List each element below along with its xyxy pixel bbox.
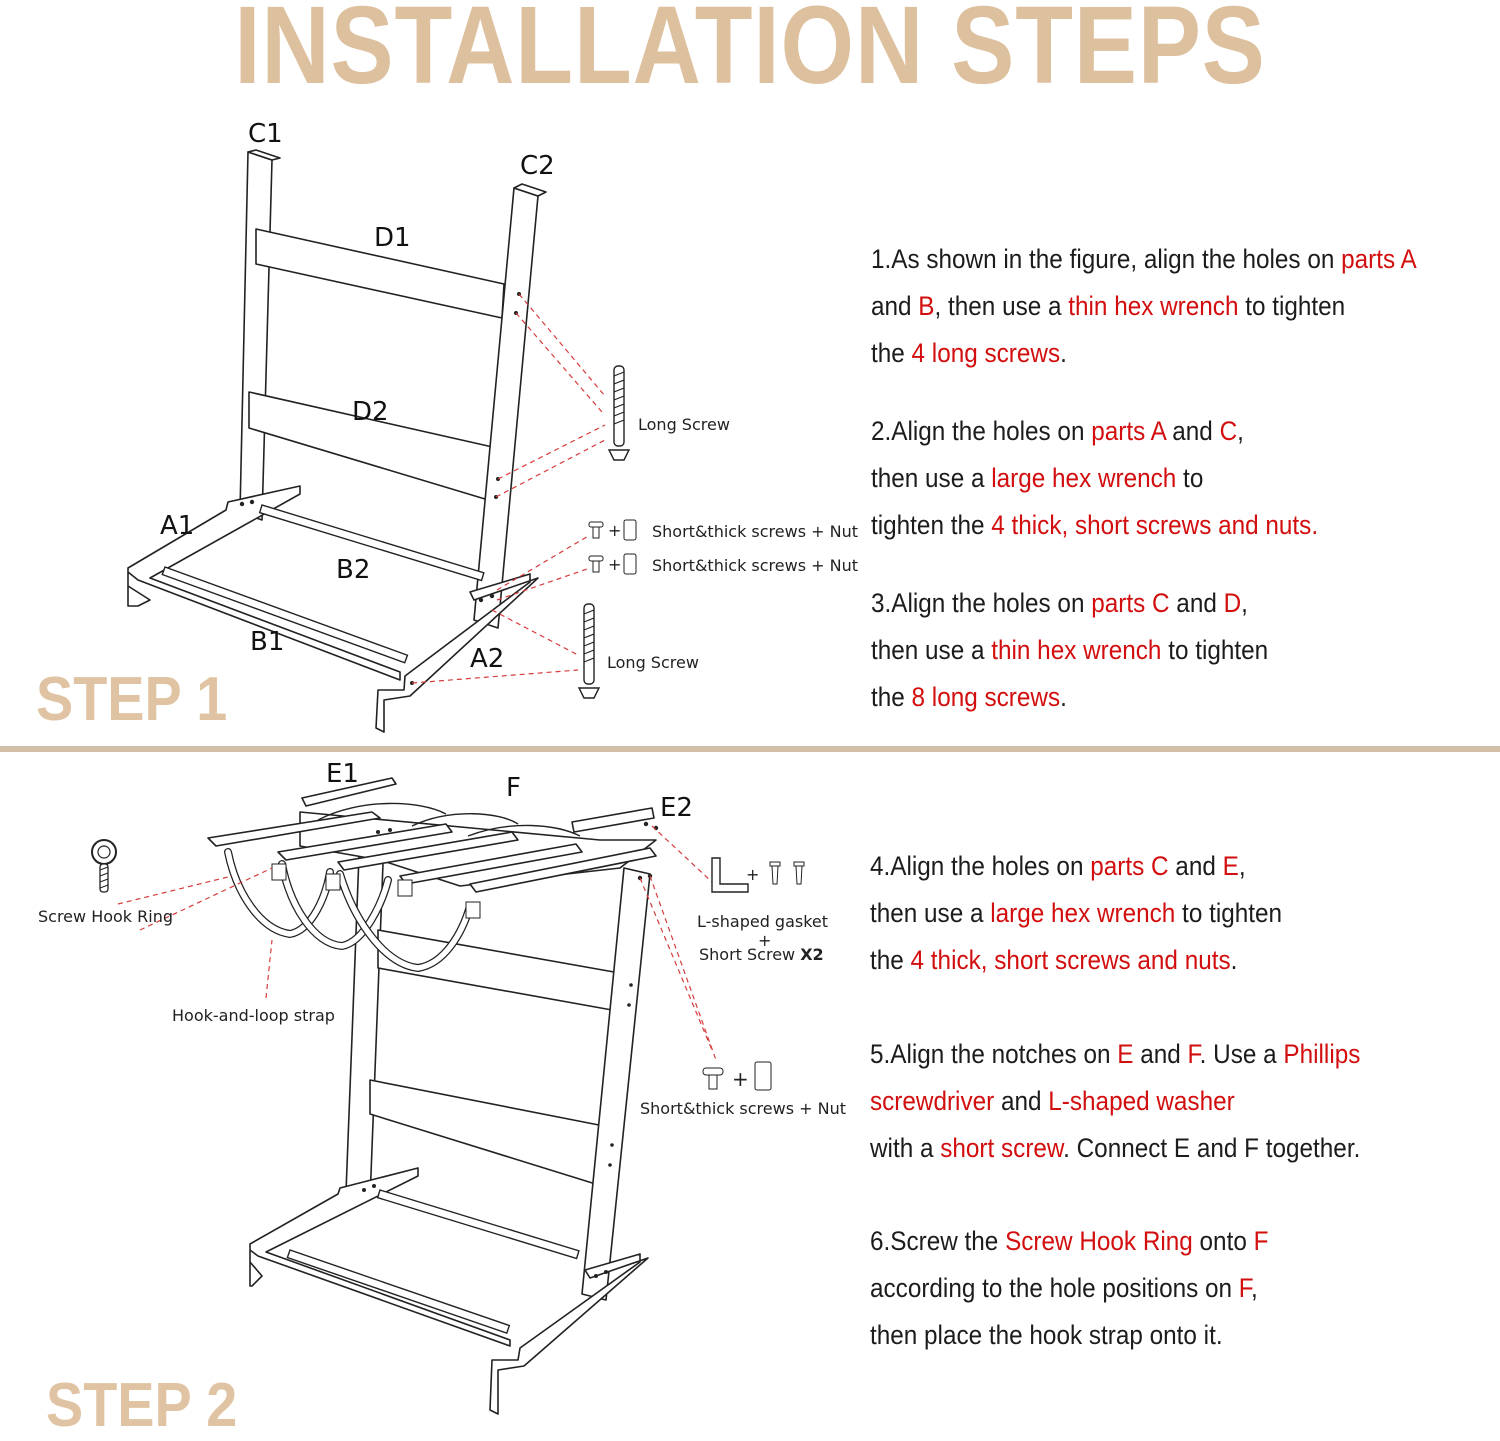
step2-label: STEP 2 — [46, 1371, 238, 1440]
part-a-back — [249, 1167, 511, 1347]
label-hook-loop-strap: Hook-and-loop strap — [172, 1006, 335, 1025]
page-title: INSTALLATION STEPS — [234, 0, 1266, 107]
label-a2: A2 — [470, 644, 504, 674]
instruction-5: 5.Align the notches on E and F. Use a Ph… — [870, 1039, 1361, 1163]
label-d1: D1 — [374, 223, 411, 253]
arm-5 — [469, 847, 657, 893]
instruction-1: 1.As shown in the figure, align the hole… — [871, 244, 1417, 368]
step2-figure: + + + E1 F E2 Screw Hook Ring Hook-and-l… — [38, 759, 846, 1415]
part-b-back — [376, 1189, 580, 1260]
label-d2: D2 — [352, 397, 389, 427]
part-a2 — [375, 573, 539, 733]
svg-text:+: + — [758, 931, 771, 950]
part-a1 — [127, 485, 401, 681]
part-c1 — [239, 151, 273, 521]
label-short-screw: Short Screw X2 — [699, 945, 824, 964]
l-gasket-icon — [711, 857, 749, 893]
label-b2: B2 — [336, 555, 370, 585]
short-screw-icon — [588, 519, 637, 575]
part-b-front — [286, 1249, 511, 1334]
svg-text:+: + — [732, 1067, 749, 1091]
part-c-front — [581, 867, 651, 1301]
part-e2 — [571, 807, 655, 833]
label-e1: E1 — [326, 759, 359, 789]
label-long-screw-top: Long Screw — [638, 415, 730, 434]
label-c1: C1 — [248, 119, 283, 149]
short-thick-screw-icon — [702, 1061, 772, 1091]
instruction-3: 3.Align the holes on parts C and D, then… — [871, 588, 1269, 712]
section-divider — [0, 746, 1500, 752]
step1-figure: + + C1 C2 D1 D2 A1 B2 B1 A2 Long Screw S… — [127, 119, 858, 733]
part-e1 — [301, 777, 397, 807]
part-d-bottom — [369, 1079, 605, 1187]
svg-text:+: + — [608, 521, 621, 540]
label-short-thick-step2: Short&thick screws + Nut — [640, 1099, 846, 1118]
step1-label: STEP 1 — [36, 665, 228, 734]
screw-hook-ring-icon — [91, 839, 117, 893]
arm-3 — [337, 831, 519, 871]
label-long-screw-bottom: Long Screw — [607, 653, 699, 672]
label-l-gasket: L-shaped gasket — [697, 912, 828, 931]
arm-1 — [207, 811, 381, 847]
part-c1-side — [247, 149, 281, 161]
instruction-6: 6.Screw the Screw Hook Ring onto F accor… — [870, 1226, 1269, 1350]
part-b2 — [258, 504, 485, 582]
label-a1: A1 — [160, 511, 194, 541]
part-c2-side — [513, 183, 547, 197]
part-c-back — [345, 829, 385, 1201]
label-c2: C2 — [520, 151, 555, 181]
label-short-thick-2: Short&thick screws + Nut — [652, 556, 858, 575]
part-a-front — [489, 1253, 649, 1415]
instruction-4: 4.Align the holes on parts C and E, then… — [870, 851, 1283, 975]
instruction-2: 2.Align the holes on parts A and C, then… — [871, 416, 1319, 540]
label-short-thick-1: Short&thick screws + Nut — [652, 522, 858, 541]
short-screw-icon — [769, 861, 805, 885]
label-f: F — [506, 773, 521, 803]
part-b1 — [161, 566, 409, 664]
long-screw-icon — [577, 603, 601, 699]
svg-text:+: + — [746, 865, 759, 884]
arm-2 — [277, 823, 453, 861]
part-c2 — [473, 187, 539, 629]
svg-text:+: + — [608, 555, 621, 574]
label-screw-hook-ring: Screw Hook Ring — [38, 907, 173, 926]
label-e2: E2 — [660, 793, 693, 823]
label-b1: B1 — [250, 627, 284, 657]
long-screw-icon — [607, 365, 631, 461]
